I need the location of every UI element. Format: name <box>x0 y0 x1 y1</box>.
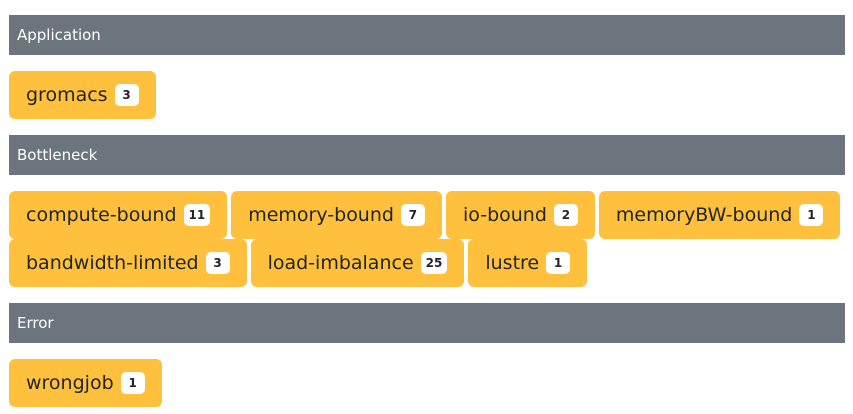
tag-bandwidth-limited[interactable]: bandwidth-limited 3 <box>9 239 247 287</box>
tag-list-bottleneck-row2: bandwidth-limited 3 load-imbalance 25 lu… <box>9 239 591 287</box>
tag-label: compute-bound <box>26 204 177 226</box>
tag-count-badge: 25 <box>420 252 448 274</box>
tag-label: wrongjob <box>26 372 114 394</box>
tag-count-badge: 1 <box>120 372 145 394</box>
section-header-application: Application <box>9 15 845 55</box>
tag-list-application: gromacs 3 <box>9 71 160 119</box>
tag-count-badge: 3 <box>205 252 230 274</box>
tag-count-badge: 1 <box>546 252 571 274</box>
tag-label: gromacs <box>26 84 108 106</box>
tag-count-badge: 11 <box>183 204 211 226</box>
tag-label: memory-bound <box>248 204 394 226</box>
tag-list-bottleneck-row1: compute-bound 11 memory-bound 7 io-bound… <box>9 191 844 239</box>
tag-memory-bound[interactable]: memory-bound 7 <box>231 191 442 239</box>
tag-label: io-bound <box>462 204 547 226</box>
tag-label: memoryBW-bound <box>615 204 793 226</box>
tag-count-badge: 2 <box>553 204 578 226</box>
tag-io-bound[interactable]: io-bound 2 <box>445 191 595 239</box>
tag-count-badge: 7 <box>400 204 425 226</box>
tag-label: lustre <box>485 252 540 274</box>
section-header-error: Error <box>9 303 845 343</box>
tag-wrongjob[interactable]: wrongjob 1 <box>9 359 162 407</box>
tag-lustre[interactable]: lustre 1 <box>468 239 588 287</box>
tag-label: load-imbalance <box>267 252 414 274</box>
tag-memorybw-bound[interactable]: memoryBW-bound 1 <box>598 191 841 239</box>
tag-list-error: wrongjob 1 <box>9 359 166 407</box>
section-header-bottleneck: Bottleneck <box>9 135 845 175</box>
tag-count-badge: 1 <box>799 204 824 226</box>
tag-label: bandwidth-limited <box>26 252 199 274</box>
tag-load-imbalance[interactable]: load-imbalance 25 <box>250 239 465 287</box>
tag-gromacs[interactable]: gromacs 3 <box>9 71 156 119</box>
tag-compute-bound[interactable]: compute-bound 11 <box>9 191 228 239</box>
tag-count-badge: 3 <box>114 84 139 106</box>
